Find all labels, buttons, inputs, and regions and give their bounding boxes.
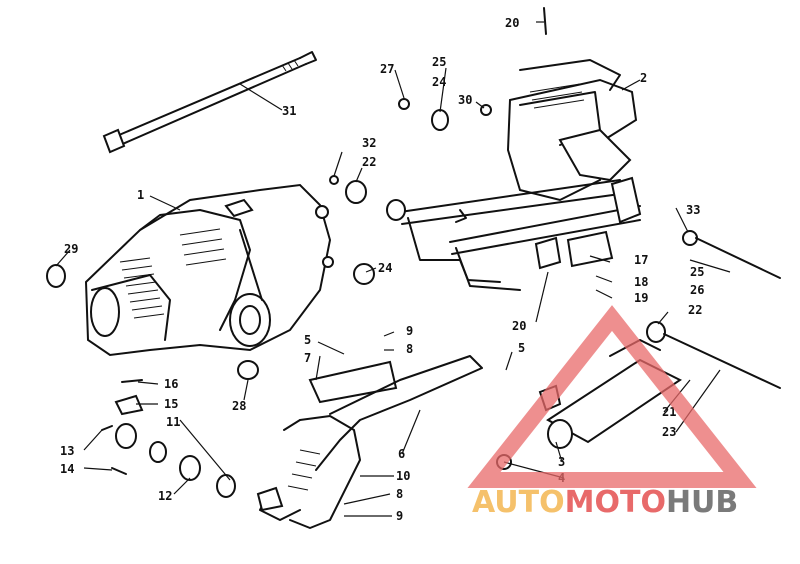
callout-21: 21 [662,405,676,419]
drive-shaft-part [102,51,317,154]
hardware-bushings-part [46,7,781,389]
watermark-moto: MOTO [565,485,666,520]
callout-12: 12 [158,489,172,503]
callout-32: 32 [362,136,376,150]
callout-19: 19 [634,291,648,305]
callout-22: 22 [688,303,702,317]
callout-2: 2 [640,71,647,85]
callout-8: 8 [396,487,403,501]
gaskets-clamps-part [101,379,284,512]
callout-16: 16 [164,377,178,391]
callout-25: 25 [690,265,704,279]
callout-8: 8 [406,342,413,356]
callout-33: 33 [686,203,700,217]
callout-5: 5 [518,341,525,355]
callout-15: 15 [164,397,178,411]
callout-10: 10 [396,469,410,483]
watermark-text: AUTOMOTOHUB [472,485,738,520]
callout-13: 13 [60,444,74,458]
callout-6: 6 [398,447,405,461]
callout-7: 7 [304,351,311,365]
callout-18: 18 [634,275,648,289]
callout-1: 1 [137,188,144,202]
callout-17: 17 [634,253,648,267]
callout-14: 14 [60,462,74,476]
callout-23: 23 [662,425,676,439]
callout-30: 30 [458,93,472,107]
rear-frame-tubes-part [399,176,642,291]
callout-20: 20 [505,16,519,30]
watermark-auto: AUTO [472,485,565,520]
callout-labels: 20 27 25 24 30 2 31 32 22 1 29 24 33 17 … [60,16,704,523]
callout-11: 11 [166,415,180,429]
callout-26: 26 [690,283,704,297]
callout-20: 20 [512,319,526,333]
exhaust-pipe-part [259,355,483,529]
automotohub-watermark: AUTOMOTOHUB [467,305,757,520]
callout-3: 3 [558,455,565,469]
callout-29: 29 [64,242,78,256]
callout-5: 5 [304,333,311,347]
watermark-hub: HUB [666,485,738,520]
callout-25: 25 [432,55,446,69]
callout-24: 24 [378,261,392,275]
callout-9: 9 [396,509,403,523]
callout-24: 24 [432,75,446,89]
callout-28: 28 [232,399,246,413]
callout-9: 9 [406,324,413,338]
engine-assembly-part [84,183,334,357]
callout-27: 27 [380,62,394,76]
callout-22: 22 [362,155,376,169]
watermark-triangle-icon [467,305,757,488]
callout-31: 31 [282,104,296,118]
front-frame-bracket-part [506,59,638,202]
